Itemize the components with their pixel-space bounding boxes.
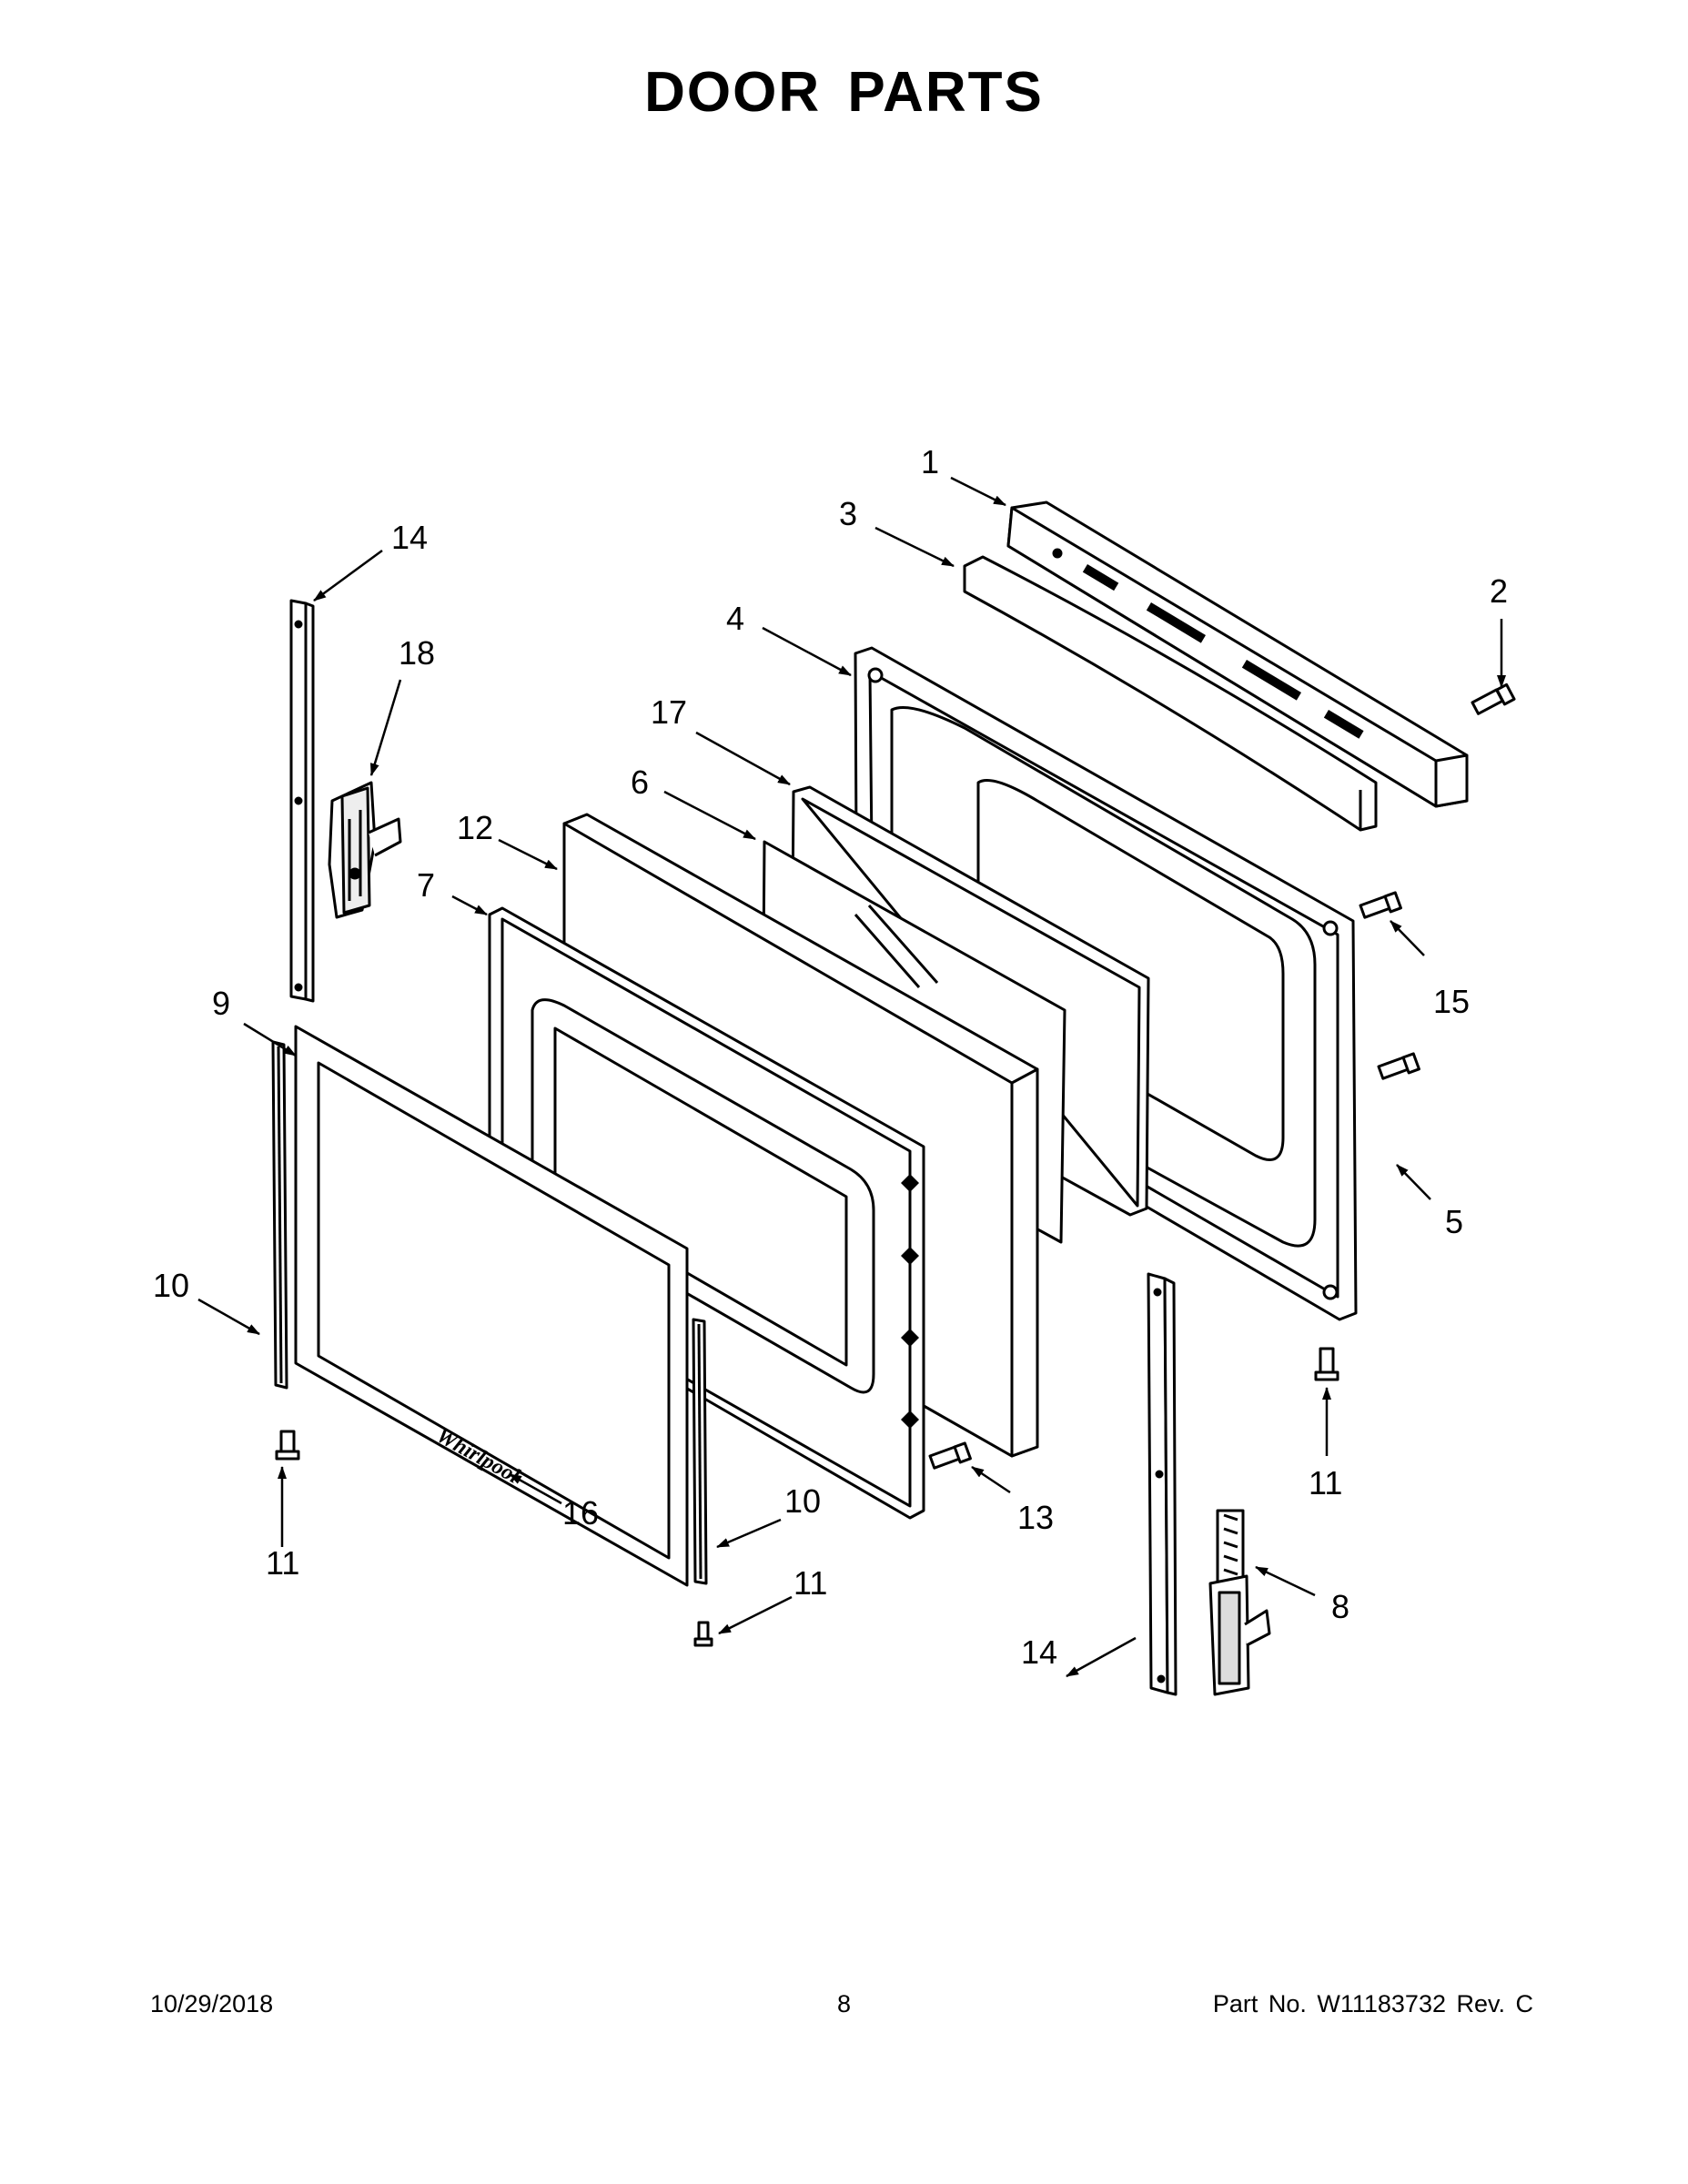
callout-11-right: 11 <box>1309 1464 1342 1502</box>
screw-5 <box>1377 1052 1420 1080</box>
callout-12: 12 <box>457 809 493 846</box>
hinge-left <box>328 781 402 919</box>
footer-date: 10/29/2018 <box>150 1990 274 2017</box>
outer-door-panel <box>294 1025 689 1587</box>
callout-6: 6 <box>631 763 649 801</box>
callout-16: 16 <box>562 1494 599 1532</box>
callout-9: 9 <box>212 985 230 1022</box>
callout-14-top: 14 <box>391 519 428 556</box>
callout-15: 15 <box>1433 983 1470 1020</box>
footer-part-number: Part No. W11183732 Rev. C <box>1212 1990 1533 2017</box>
callout-labels: 1 2 3 4 5 6 7 8 9 10 10 11 11 11 12 13 1… <box>153 443 1508 1671</box>
callout-4: 4 <box>726 600 744 637</box>
hinge-right <box>1208 1509 1271 1696</box>
footer-page-number: 8 <box>836 1990 852 2017</box>
callout-18: 18 <box>399 634 435 672</box>
screw-11-right <box>1314 1347 1339 1381</box>
callout-13: 13 <box>1017 1499 1054 1536</box>
callout-17: 17 <box>651 693 687 731</box>
callout-7: 7 <box>417 866 435 904</box>
callout-1: 1 <box>921 443 939 480</box>
screw-13 <box>928 1441 972 1470</box>
screw-15 <box>1359 891 1402 919</box>
hinge-rail-left <box>289 599 315 1003</box>
callout-10-left: 10 <box>153 1267 189 1304</box>
callout-11-bottom: 11 <box>793 1564 827 1602</box>
side-trim-left <box>271 1040 288 1390</box>
screw-11-left <box>275 1430 300 1461</box>
side-trim-right <box>692 1318 708 1585</box>
callout-2: 2 <box>1490 572 1508 610</box>
screw-2 <box>1471 682 1516 715</box>
callout-10-right: 10 <box>784 1482 821 1520</box>
leader-arrows <box>197 476 1506 1678</box>
page-title: DOOR PARTS <box>644 61 1044 124</box>
callout-11-left: 11 <box>266 1544 299 1582</box>
hinge-rail-right <box>1147 1272 1178 1696</box>
callout-5: 5 <box>1445 1203 1463 1240</box>
door-handle <box>963 555 1378 832</box>
callout-3: 3 <box>839 495 857 532</box>
callout-14-bottom: 14 <box>1021 1633 1057 1671</box>
screw-11-bottom <box>693 1621 713 1647</box>
callout-8: 8 <box>1331 1588 1349 1625</box>
door-vent-trim <box>1006 500 1469 808</box>
